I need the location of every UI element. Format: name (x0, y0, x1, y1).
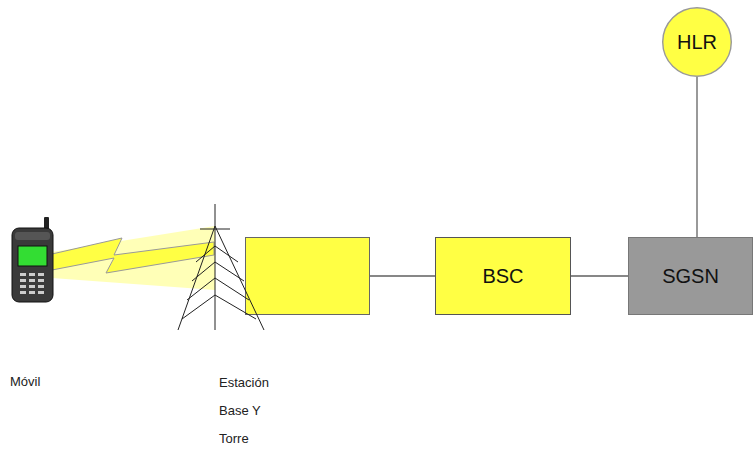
device-label: Móvil (10, 368, 40, 396)
process-box: SGSN (628, 237, 753, 315)
mobile-phone (12, 217, 53, 302)
base-station-box: Estación Base Y Torre (245, 237, 370, 315)
connector-line (696, 77, 698, 237)
node-label: SGSN (662, 265, 719, 288)
node-label: HLR (677, 31, 717, 54)
process-box: BSC (435, 237, 571, 315)
radio-link (52, 226, 215, 290)
node-label: BSC (482, 265, 523, 288)
connector-line (571, 275, 628, 276)
database-circle: HLR (662, 7, 732, 77)
station-label: Estación Base Y Torre (219, 369, 287, 453)
connector-line (370, 275, 435, 276)
